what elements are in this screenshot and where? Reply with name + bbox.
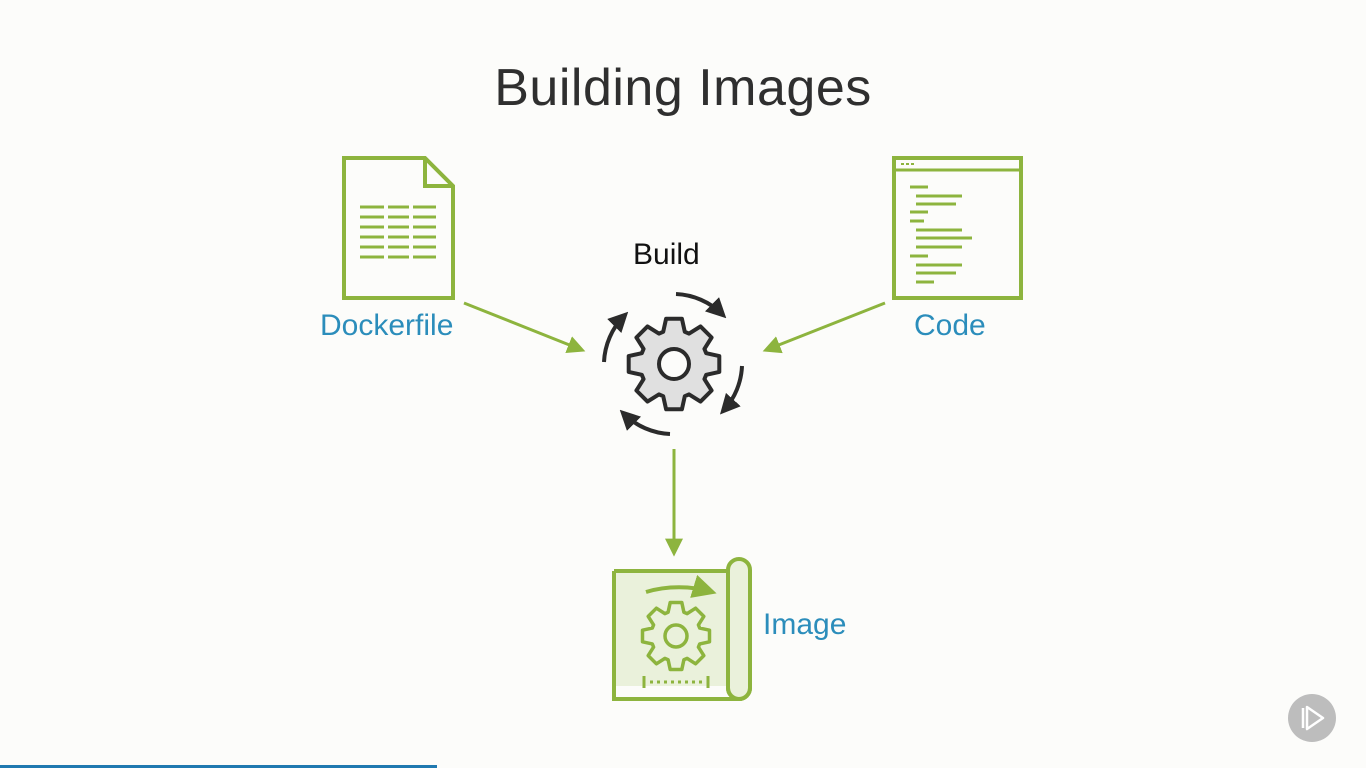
code-label: Code bbox=[914, 309, 986, 342]
slide-title: Building Images bbox=[494, 59, 872, 117]
play-button[interactable] bbox=[1288, 694, 1336, 742]
dockerfile-label: Dockerfile bbox=[320, 309, 454, 342]
play-icon bbox=[1301, 705, 1325, 731]
image-label: Image bbox=[763, 608, 847, 641]
code-window-icon bbox=[892, 156, 1023, 300]
arrow-dockerfile-to-build bbox=[463, 301, 586, 354]
document-icon bbox=[342, 156, 455, 300]
blueprint-scroll-icon bbox=[612, 557, 752, 701]
video-progress-bar[interactable] bbox=[0, 765, 438, 768]
arrow-code-to-build bbox=[762, 301, 886, 354]
gear-cycle-icon bbox=[602, 292, 744, 436]
build-label: Build bbox=[633, 238, 700, 271]
